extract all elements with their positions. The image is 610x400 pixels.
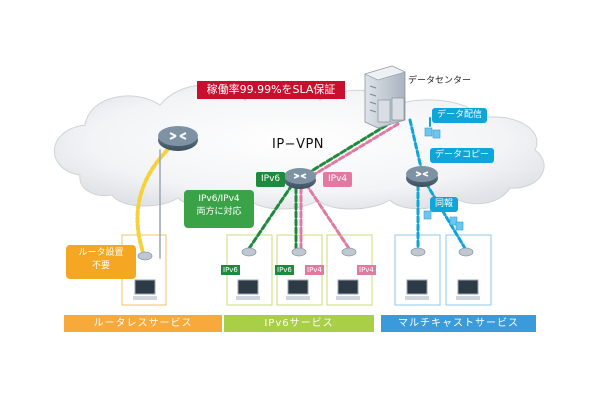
ipv4-tag-small: IPv4: [305, 265, 324, 275]
router-icon: [406, 166, 438, 187]
ipv6-tag: IPv6: [256, 172, 286, 187]
router-unneeded-text: ルータ設置 不要: [78, 248, 124, 271]
router-icon: [284, 168, 316, 189]
ipv6-tag-small: IPv6: [221, 265, 240, 275]
file-icons: [423, 127, 464, 231]
computer-icons: [133, 279, 480, 300]
multicast-service-bar: マルチキャストサービス: [398, 318, 519, 329]
data-copy-tag: データコピー: [430, 148, 495, 163]
ipv4-tag-small: IPv4: [357, 265, 376, 275]
ipv6-service-bar: IPv6サービス: [264, 318, 334, 329]
routerless-service-bar: ルータレスサービス: [93, 318, 193, 329]
replication-tag: 同報: [430, 197, 459, 212]
dual-stack-callout: IPv6/IPv4 両方に対応: [184, 190, 254, 228]
links: [135, 117, 468, 260]
vpn-label: IP−VPN: [272, 137, 325, 152]
router-unneeded-callout: ルータ設置 不要: [66, 245, 136, 279]
data-delivery-tag: データ配信: [432, 108, 488, 123]
ipv6-service-bar-bg: [224, 315, 374, 332]
small-router-icons: [137, 247, 474, 261]
multicast-service-bar-bg: [381, 315, 536, 332]
datacenter-label: データセンター: [408, 76, 472, 86]
ipv6-tag-small: IPv6: [275, 265, 294, 275]
sla-banner: 稼働率99.99%をSLA保証: [197, 81, 345, 99]
router-icon: [158, 126, 198, 151]
ipv4-tag: IPv4: [323, 172, 353, 187]
dual-stack-text: IPv6/IPv4 両方に対応: [196, 194, 242, 217]
routerless-service-bar-bg: [64, 315, 222, 332]
datacenter-building-icon: [364, 65, 406, 129]
